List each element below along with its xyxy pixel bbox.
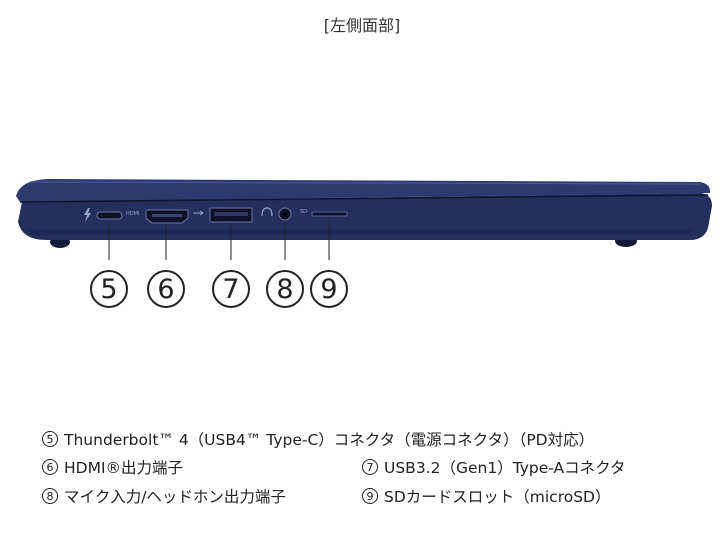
legend-text: Thunderbolt™ 4（USB4™ Type-C）コネクタ（電源コネクタ）… — [64, 431, 595, 449]
legend-number: 6 — [42, 459, 58, 475]
legend-item-8: 8 マイク入力/ヘッドホン出力端子 — [42, 485, 286, 507]
lid-seam — [19, 194, 709, 203]
hdmi-port: HDMI — [126, 209, 189, 224]
leader-lines — [108, 217, 330, 260]
laptop-side-view: HDMI SD — [16, 179, 712, 260]
lid-highlight — [29, 181, 701, 185]
legend-item-6: 6 HDMI®出力端子 — [42, 456, 183, 478]
legend-item-7: 7 USB3.2（Gen1）Type-Aコネクタ — [362, 456, 626, 478]
legend-number: 5 — [42, 431, 58, 447]
thunderbolt-port — [84, 208, 123, 222]
callout-9: 9 — [310, 270, 348, 308]
legend-item-9: 9 SDカードスロット（microSD） — [362, 485, 611, 507]
microsd-label: SD — [300, 209, 307, 215]
section-heading: [左側面部] — [323, 16, 401, 35]
callout-8: 8 — [266, 270, 304, 308]
laptop-lid — [16, 179, 711, 202]
audio-jack — [261, 207, 292, 221]
callout-6: 6 — [147, 270, 185, 308]
legend-text: USB3.2（Gen1）Type-Aコネクタ — [384, 459, 626, 477]
legend-number: 7 — [362, 459, 378, 475]
callout-5: 5 — [90, 270, 128, 308]
usb-a-port — [193, 207, 253, 223]
microsd-slot: SD — [300, 209, 348, 217]
usb-icon — [193, 210, 204, 216]
legend-item-5: 5 Thunderbolt™ 4（USB4™ Type-C）コネクタ（電源コネク… — [42, 428, 594, 450]
legend-text: HDMI®出力端子 — [64, 459, 184, 477]
legend-text: マイク入力/ヘッドホン出力端子 — [64, 488, 286, 506]
headset-icon — [261, 207, 273, 217]
thunderbolt-icon — [84, 208, 91, 222]
hdmi-port-label: HDMI — [126, 211, 139, 217]
legend-text: SDカードスロット（microSD） — [384, 488, 611, 506]
legend-number: 8 — [42, 488, 58, 504]
laptop-base — [18, 193, 712, 240]
callout-7: 7 — [212, 270, 250, 308]
legend-number: 9 — [362, 488, 378, 504]
